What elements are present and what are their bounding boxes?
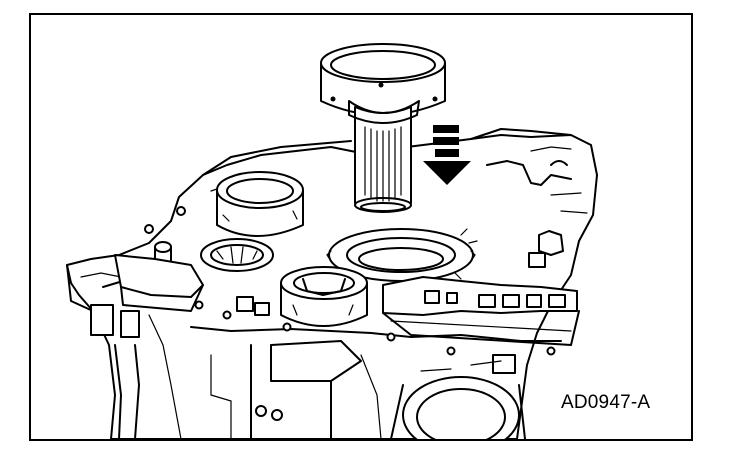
figure-id-label: AD0947-A [561, 392, 651, 413]
seal-installer-tool [320, 43, 446, 213]
dashed-down-arrow-icon [423, 125, 471, 185]
transmission-case [66, 128, 598, 439]
figure-frame: AD0947-A [29, 13, 693, 441]
transmission-case-illustration [66, 43, 598, 439]
